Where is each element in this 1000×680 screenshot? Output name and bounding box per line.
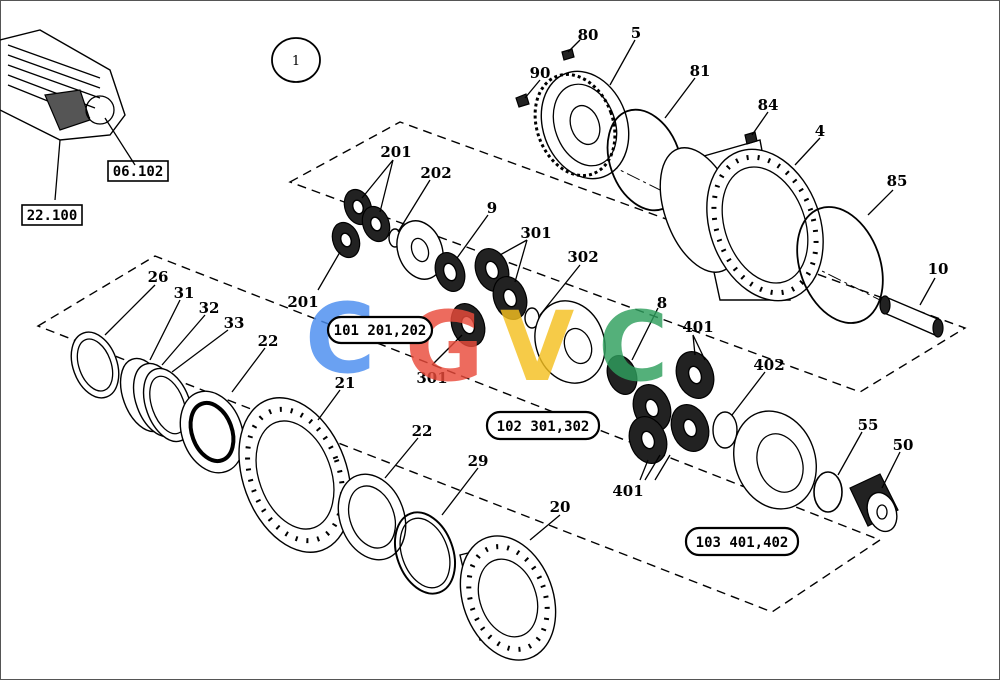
part-102-carrier (534, 300, 606, 384)
callout-10: 10 (928, 260, 949, 278)
callout-85: 85 (887, 172, 908, 190)
callout-84: 84 (758, 96, 779, 114)
callout-22-upper: 22 (258, 332, 279, 350)
view-number-marker: 1 (271, 37, 321, 83)
callout-5: 5 (631, 24, 641, 42)
part-103-carrier (733, 410, 817, 510)
callout-301-top: 301 (520, 224, 551, 242)
callout-301-bottom: 301 (416, 369, 447, 387)
callout-402: 402 (753, 356, 784, 374)
callout-31: 31 (174, 284, 195, 302)
part-22-bearing-upper (179, 390, 245, 474)
watermark-logo: C G V C (305, 283, 668, 403)
part-9-sun-gear (434, 252, 466, 292)
part-26-snap-ring (70, 331, 120, 399)
crawler-track-illustration (0, 29, 136, 201)
svg-text:101 201,202: 101 201,202 (334, 323, 427, 339)
callout-8: 8 (657, 294, 667, 312)
callout-55: 55 (858, 416, 879, 434)
callout-202: 202 (420, 164, 451, 182)
ref-box-22-100[interactable]: 22.100 (21, 204, 83, 226)
callout-9: 9 (487, 199, 497, 217)
part-21-hub (238, 397, 352, 553)
svg-text:G: G (405, 291, 484, 403)
svg-text:06.102: 06.102 (113, 164, 164, 180)
group-label-102[interactable]: 102 301,302 (485, 410, 601, 441)
callout-201-top: 201 (380, 143, 411, 161)
part-4-hub-housing (659, 139, 824, 302)
callout-29: 29 (468, 452, 489, 470)
callout-21: 21 (335, 374, 356, 392)
callout-33: 33 (224, 314, 245, 332)
part-101-carrier (396, 220, 444, 280)
leader-lines (104, 39, 936, 541)
part-201-gears (331, 188, 391, 259)
callout-80: 80 (578, 26, 599, 44)
part-50-gear (849, 473, 899, 533)
callout-81: 81 (690, 62, 711, 80)
callout-302: 302 (567, 248, 598, 266)
group-outline-lower (36, 255, 882, 613)
part-84-screw (744, 131, 758, 145)
callout-401-bottom: 401 (612, 482, 643, 500)
svg-text:103 401,402: 103 401,402 (696, 535, 789, 551)
part-80-bolt (561, 48, 575, 61)
part-402-washer (712, 411, 738, 449)
callout-20: 20 (550, 498, 571, 516)
callout-4: 4 (815, 122, 825, 140)
callout-26: 26 (148, 268, 169, 286)
svg-text:102 301,302: 102 301,302 (497, 419, 590, 435)
ref-box-06-102[interactable]: 06.102 (107, 160, 169, 182)
part-20-flange (459, 535, 557, 661)
callout-50: 50 (893, 436, 914, 454)
part-8-sun-gear (606, 355, 638, 395)
part-22-bearing-lower (337, 473, 407, 561)
group-label-101[interactable]: 101 201,202 (326, 315, 434, 345)
svg-text:V: V (500, 291, 574, 403)
part-85-o-ring (796, 206, 884, 324)
group-label-103[interactable]: 103 401,402 (684, 526, 800, 557)
svg-text:22.100: 22.100 (27, 208, 78, 224)
callout-32: 32 (199, 299, 220, 317)
callout-22-lower: 22 (412, 422, 433, 440)
part-301-gears (450, 248, 528, 347)
part-55-circlip (813, 471, 843, 513)
view-number: 1 (292, 54, 300, 69)
callout-90: 90 (530, 64, 551, 82)
svg-text:C: C (598, 291, 668, 403)
part-10-shaft (879, 295, 944, 338)
part-29-ring (394, 511, 456, 595)
group-outline-upper (288, 121, 967, 393)
callout-401-top: 401 (682, 318, 713, 336)
callout-201-bottom: 201 (287, 293, 318, 311)
